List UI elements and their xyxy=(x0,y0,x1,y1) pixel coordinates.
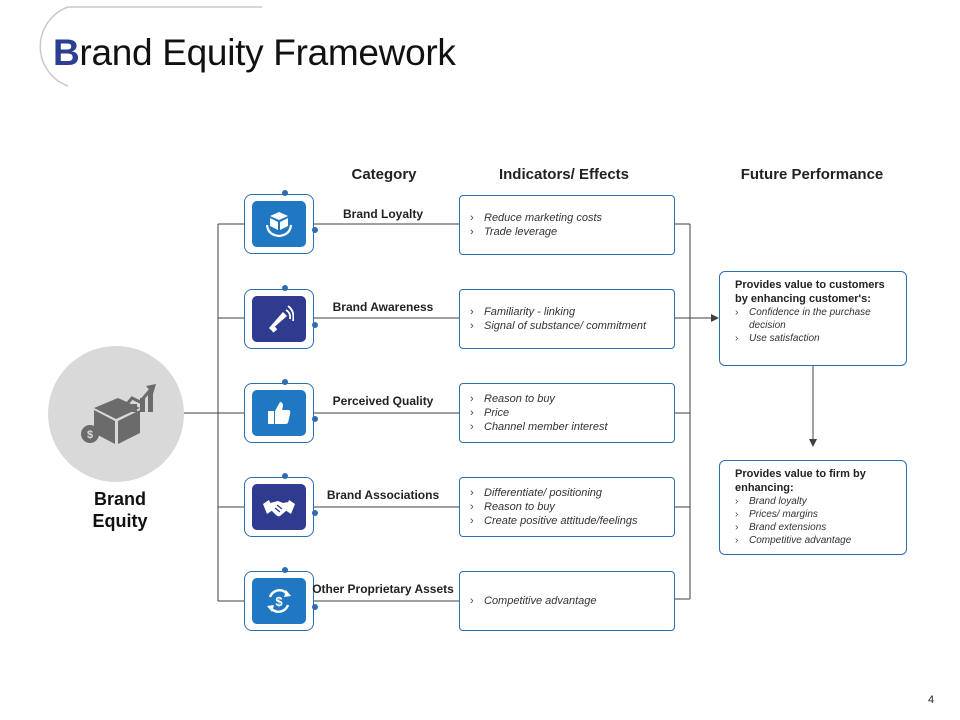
connector-dot xyxy=(282,190,288,196)
connector-dot xyxy=(312,322,318,328)
indicator-box-perceived-quality: Reason to buy Price Channel member inter… xyxy=(459,383,675,443)
indicator-box-other-proprietary-assets: Competitive advantage xyxy=(459,571,675,631)
header-indicators: Indicators/ Effects xyxy=(498,166,630,183)
icon-tile-brand-associations xyxy=(244,477,314,537)
connector-dot xyxy=(282,285,288,291)
icon-tile-brand-awareness xyxy=(244,289,314,349)
connector-dot xyxy=(282,379,288,385)
indicator-item: Reason to buy xyxy=(470,392,674,406)
future-box-firm: Provides value to firm by enhancing: Bra… xyxy=(719,460,907,555)
future-item: Brand loyalty xyxy=(735,495,898,508)
indicator-item: Competitive advantage xyxy=(470,594,674,608)
header-future-performance: Future Performance xyxy=(740,166,884,183)
category-label-other-proprietary-assets: Other Proprietary Assets xyxy=(312,582,454,596)
indicator-item: Reduce marketing costs xyxy=(470,211,674,225)
future-box-customers: Provides value to customers by enhancing… xyxy=(719,271,907,366)
connector-dot xyxy=(312,227,318,233)
handshake-icon xyxy=(263,500,295,517)
svg-text:$: $ xyxy=(275,594,283,609)
header-category: Category xyxy=(351,166,417,183)
future-item: Brand extensions xyxy=(735,521,898,534)
brand-equity-circle: $ xyxy=(48,346,184,482)
future-item: Competitive advantage xyxy=(735,534,898,547)
category-label-brand-associations: Brand Associations xyxy=(326,488,440,502)
indicator-item: Differentiate/ positioning xyxy=(470,486,674,500)
future-customers-head: Provides value to customers by enhancing… xyxy=(735,279,885,305)
handshake-box-icon xyxy=(265,212,293,238)
title-rest: rand Equity Framework xyxy=(79,32,456,73)
indicator-item: Price xyxy=(470,406,674,420)
category-label-brand-awareness: Brand Awareness xyxy=(332,300,434,314)
indicator-box-brand-associations: Differentiate/ positioning Reason to buy… xyxy=(459,477,675,537)
icon-tile-perceived-quality xyxy=(244,383,314,443)
future-firm-head: Provides value to firm by enhancing: xyxy=(735,468,866,494)
future-item: Confidence in the purchase decision xyxy=(735,306,898,332)
future-item: Prices/ margins xyxy=(735,508,898,521)
indicator-box-brand-awareness: Familiarity - linking Signal of substanc… xyxy=(459,289,675,349)
category-label-brand-loyalty: Brand Loyalty xyxy=(342,207,423,221)
box-growth-icon: $ xyxy=(81,384,156,444)
page-title: Brand Equity Framework xyxy=(53,32,456,74)
connector-dot xyxy=(282,473,288,479)
connector-dot xyxy=(282,567,288,573)
indicator-item: Trade leverage xyxy=(470,225,674,239)
indicator-box-brand-loyalty: Reduce marketing costs Trade leverage xyxy=(459,195,675,255)
svg-text:$: $ xyxy=(87,429,93,441)
icon-tile-other-proprietary-assets: $ xyxy=(244,571,314,631)
dollar-cycle-icon: $ xyxy=(267,589,291,613)
connector-dot xyxy=(312,510,318,516)
connector-dot xyxy=(312,604,318,610)
page-number: 4 xyxy=(928,694,935,706)
indicator-item: Familiarity - linking xyxy=(470,305,674,319)
indicator-item: Reason to buy xyxy=(470,500,674,514)
icon-tile-brand-loyalty xyxy=(244,194,314,254)
future-item: Use satisfaction xyxy=(735,332,898,345)
title-first-letter: B xyxy=(53,32,80,73)
category-label-perceived-quality: Perceived Quality xyxy=(332,394,434,408)
indicator-item: Signal of substance/ commitment xyxy=(470,319,674,333)
brand-equity-label: Brand Equity xyxy=(92,489,148,531)
thumbs-up-icon xyxy=(268,402,291,424)
connector-dot xyxy=(312,416,318,422)
title-arc-decoration xyxy=(39,6,262,87)
indicator-item: Create positive attitude/feelings xyxy=(470,514,674,528)
indicator-item: Channel member interest xyxy=(470,420,674,434)
megaphone-icon xyxy=(269,305,294,333)
